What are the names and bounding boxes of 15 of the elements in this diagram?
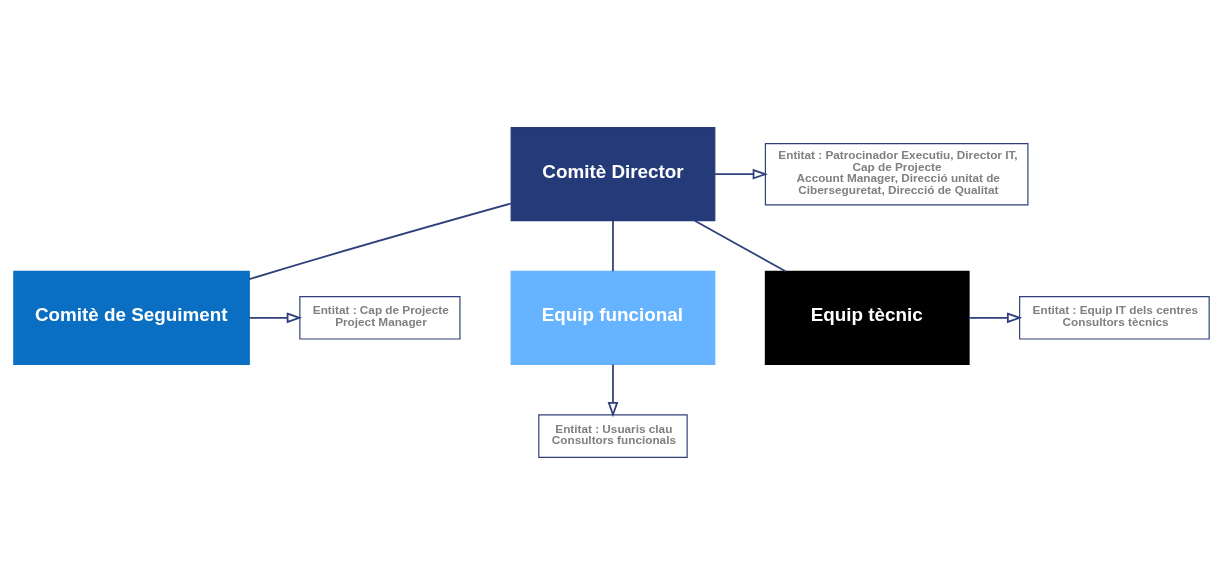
connector (248, 202, 512, 281)
node-box: Entitat : Usuaris clau Consultors funcionals (538, 414, 688, 458)
node-box: Entitat : Patrocinador Executiu, Director IT, Cap de Projecte Account Manager, Direcció unitat de Ciberseguretat, Direcció de Qualitat (764, 143, 1029, 206)
node-box: Entitat : Equip IT dels centres Consultors tècnics (1019, 296, 1210, 340)
arrow (607, 363, 619, 418)
node-box: Equip tècnic (764, 270, 970, 365)
arrow (968, 312, 1023, 324)
node-box: Entitat : Cap de Projecte Project Manager (299, 296, 461, 340)
connector (612, 219, 614, 273)
node-box: Comitè Director (510, 127, 716, 222)
node-box: Comitè de Seguiment (13, 270, 250, 365)
arrow (714, 168, 768, 180)
connector (693, 219, 787, 273)
node-box: Equip funcional (510, 270, 716, 365)
arrow (248, 312, 303, 324)
